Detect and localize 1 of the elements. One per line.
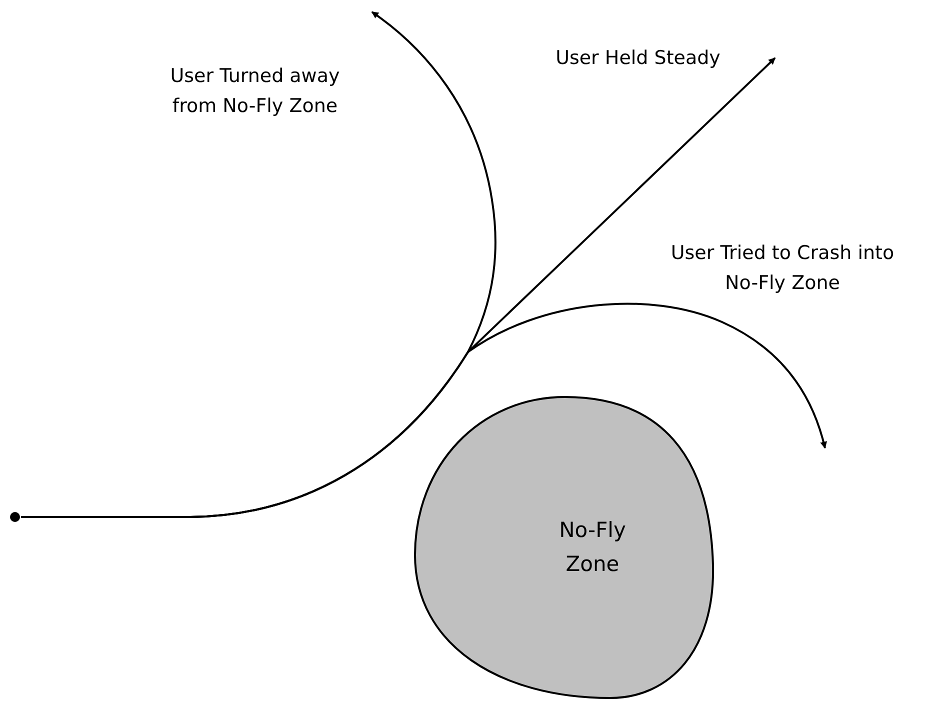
zone-label: No-Fly Zone xyxy=(558,516,627,578)
